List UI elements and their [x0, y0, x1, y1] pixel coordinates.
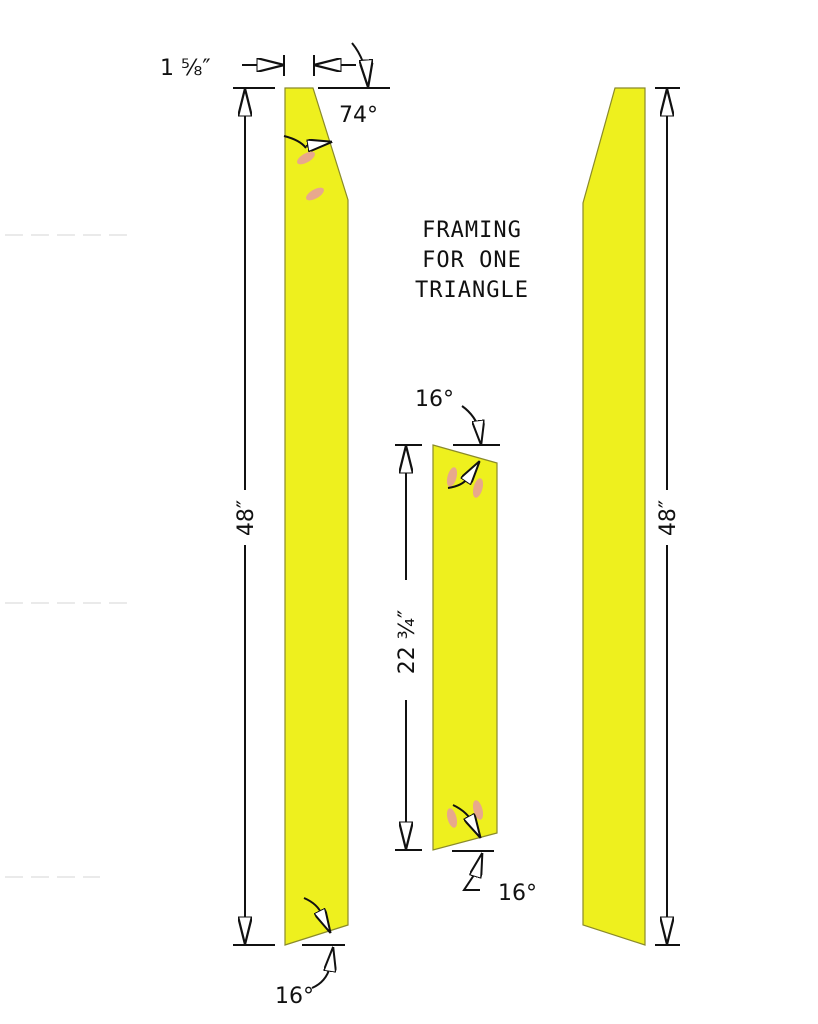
pocket-hole-icon	[297, 151, 315, 165]
center-board-shape	[432, 444, 498, 851]
right-board-shape	[582, 87, 646, 946]
pocket-hole-icon	[306, 187, 324, 201]
width-label: 1 ⅝″	[160, 56, 211, 81]
scan-artifacts	[5, 234, 128, 878]
top-angle-label: 16°	[415, 387, 454, 412]
pocket-hole-icon	[446, 808, 458, 828]
diagram-title: FRAMING FOR ONE TRIANGLE	[415, 218, 529, 303]
length-label: 48″	[234, 500, 259, 536]
length-label: 22 ¾″	[395, 610, 420, 675]
center-short-board: 16° 22 ¾″ 16°	[395, 387, 537, 906]
left-board-shape	[284, 87, 349, 946]
length-label: 48″	[656, 500, 681, 536]
title-line-3: TRIANGLE	[415, 278, 529, 303]
angle-arrow-icon	[283, 135, 307, 149]
title-line-1: FRAMING	[422, 218, 522, 243]
title-line-2: FOR ONE	[422, 248, 522, 273]
bottom-angle-label: 16°	[498, 881, 537, 906]
pocket-hole-icon	[446, 467, 458, 487]
left-long-board: 1 ⅝″ 74° 48″ 16°	[160, 42, 390, 1009]
right-long-board: 48″	[582, 87, 681, 946]
top-angle-label: 74°	[339, 103, 378, 128]
bottom-angle-label: 16°	[275, 984, 314, 1009]
